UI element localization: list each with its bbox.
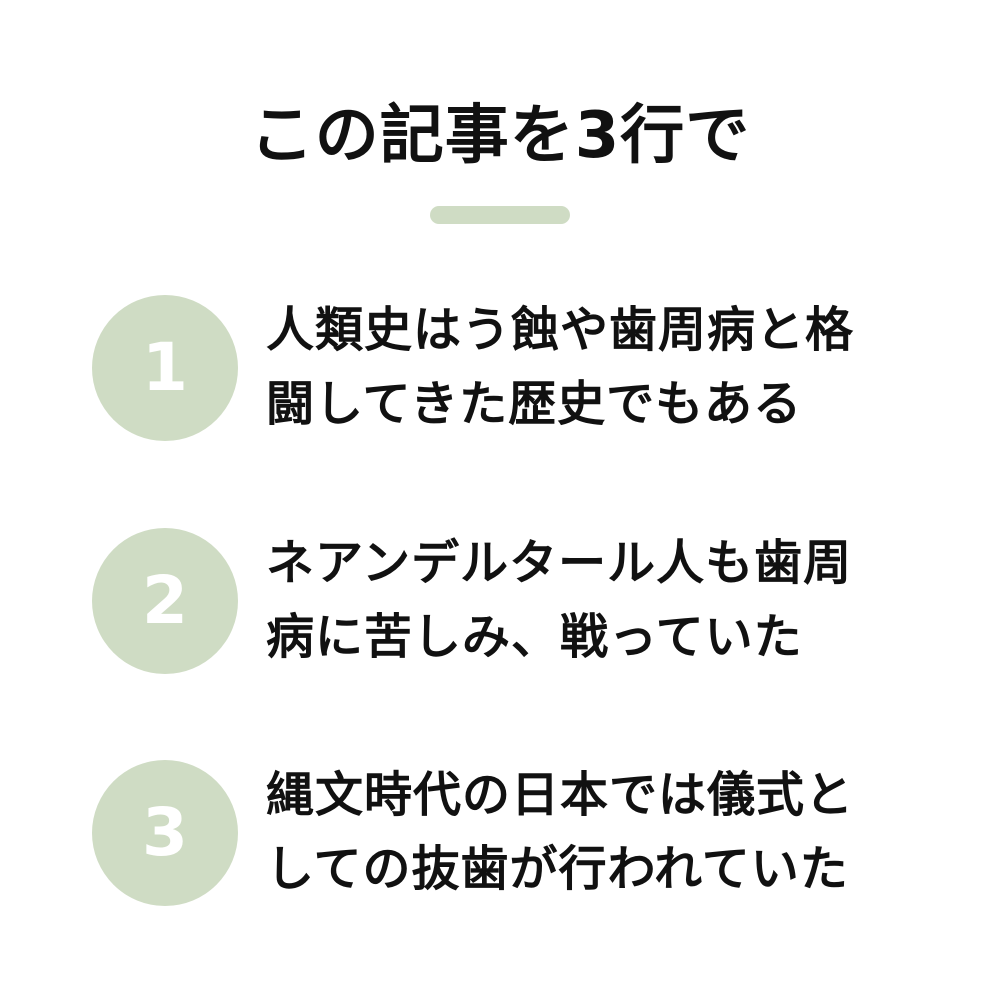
summary-text-1-line-2: 闘してきた歴史でもある [266, 376, 803, 432]
summary-text-2: ネアンデルタール人も歯周 病に苦しみ、戦っていた [266, 526, 922, 674]
summary-text-1: 人類史はう蝕や歯周病と格 闘してきた歴史でもある [266, 293, 922, 441]
number-badge-3: 3 [92, 760, 238, 906]
summary-text-1-line-1: 人類史はう蝕や歯周病と格 [266, 302, 855, 358]
summary-text-2-line-2: 病に苦しみ、戦っていた [266, 609, 803, 665]
title-underline-divider [430, 206, 570, 224]
number-badge-1: 1 [92, 295, 238, 441]
summary-text-2-line-1: ネアンデルタール人も歯周 [266, 535, 853, 591]
summary-text-3: 縄文時代の日本では儀式と しての抜歯が行われていた [266, 758, 922, 906]
summary-item-3: 3 縄文時代の日本では儀式と しての抜歯が行われていた [92, 758, 922, 908]
summary-text-3-line-1: 縄文時代の日本では儀式と [266, 767, 855, 823]
number-badge-2: 2 [92, 528, 238, 674]
summary-item-1: 1 人類史はう蝕や歯周病と格 闘してきた歴史でもある [92, 293, 922, 443]
summary-text-3-line-2: しての抜歯が行われていた [266, 841, 849, 897]
page-title: この記事を3行で [249, 99, 751, 173]
summary-item-2: 2 ネアンデルタール人も歯周 病に苦しみ、戦っていた [92, 526, 922, 676]
